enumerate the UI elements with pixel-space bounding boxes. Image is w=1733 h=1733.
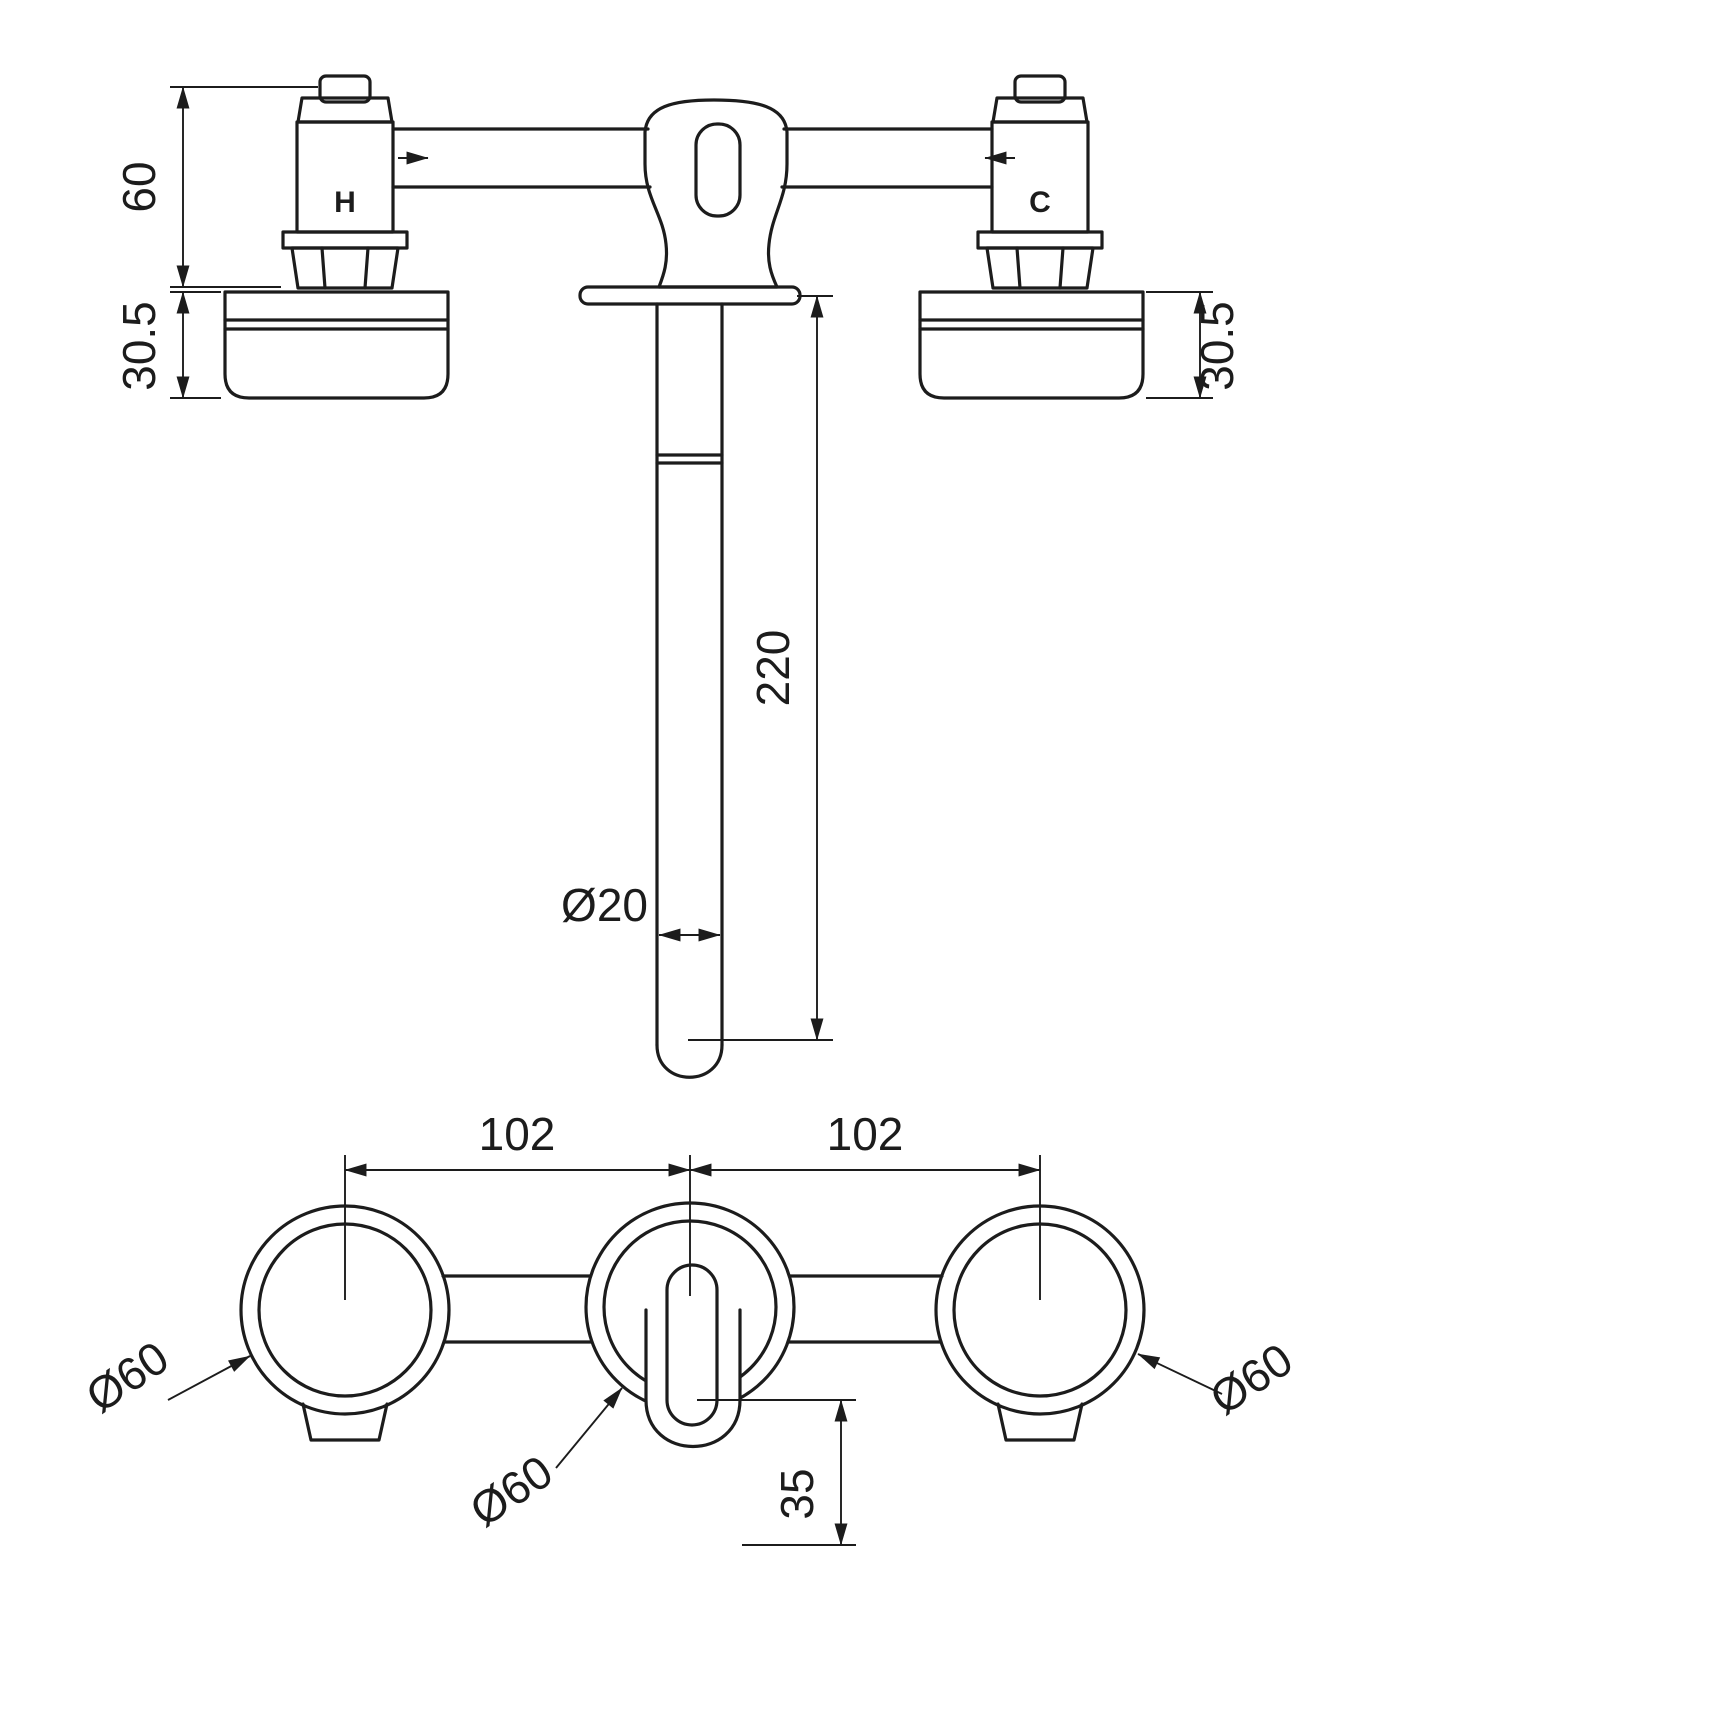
hot-valve-nut <box>290 246 400 290</box>
dim-spout-projection: 220 <box>688 295 833 1041</box>
hot-indicator-label: H <box>334 186 356 219</box>
connector-bars <box>441 1274 944 1344</box>
dim-valve-height-label: 60 <box>113 161 165 212</box>
hot-valve-base-front <box>301 1402 389 1442</box>
dim-trim-dia-left: Ø60 <box>76 1331 251 1423</box>
cold-valve-wall-trim <box>918 290 1145 400</box>
dim-outlet-offset-label: 35 <box>771 1468 823 1519</box>
spout-wall-plate <box>578 285 802 306</box>
cold-valve-base-front <box>996 1402 1084 1442</box>
cold-valve-screw <box>1013 74 1067 104</box>
dim-trim-depth-right-label: 30.5 <box>1191 301 1243 391</box>
spout-front-bore <box>665 1263 719 1427</box>
cold-valve-flange <box>976 230 1104 250</box>
front-elevation-view: 102 102 Ø60 Ø60 Ø60 35 <box>76 1108 1302 1546</box>
dim-spout-projection-label: 220 <box>747 630 799 707</box>
dim-pitch-left-label: 102 <box>479 1108 556 1160</box>
dim-valve-height: 60 <box>113 86 318 288</box>
dim-trim-dia-right: Ø60 <box>1137 1333 1302 1425</box>
spout-trim-front <box>584 1201 796 1448</box>
spout-tip <box>655 1043 724 1079</box>
supply-pipes <box>391 127 994 189</box>
hot-valve-assembly <box>223 74 450 400</box>
dim-trim-dia-right-label: Ø60 <box>1200 1333 1301 1425</box>
dim-trim-dia-left-label: Ø60 <box>76 1331 177 1423</box>
dim-outlet-offset: 35 <box>697 1399 856 1546</box>
hot-valve-wall-trim <box>223 290 450 400</box>
dim-spout-diameter: Ø20 <box>561 879 721 942</box>
cold-valve-nut <box>985 246 1095 290</box>
dim-trim-dia-center: Ø60 <box>460 1387 623 1537</box>
dim-trim-depth-right: 30.5 <box>1146 291 1243 399</box>
hot-valve-screw <box>318 74 372 104</box>
dim-trim-depth-left: 30.5 <box>113 291 221 399</box>
dim-trim-depth-left-label: 30.5 <box>113 301 165 391</box>
dim-pitch-right-label: 102 <box>827 1108 904 1160</box>
spout-tee-body <box>643 98 789 289</box>
hot-valve-flange <box>281 230 409 250</box>
dim-trim-dia-center-label: Ø60 <box>460 1445 561 1537</box>
cold-valve-assembly <box>918 74 1145 400</box>
dim-spout-diameter-label: Ø20 <box>561 879 648 931</box>
dim-hole-pitch: 102 102 <box>344 1108 1041 1300</box>
cold-indicator-label: C <box>1029 186 1051 219</box>
side-elevation-view: H C <box>113 74 1243 1079</box>
spout-tube <box>655 302 724 1079</box>
